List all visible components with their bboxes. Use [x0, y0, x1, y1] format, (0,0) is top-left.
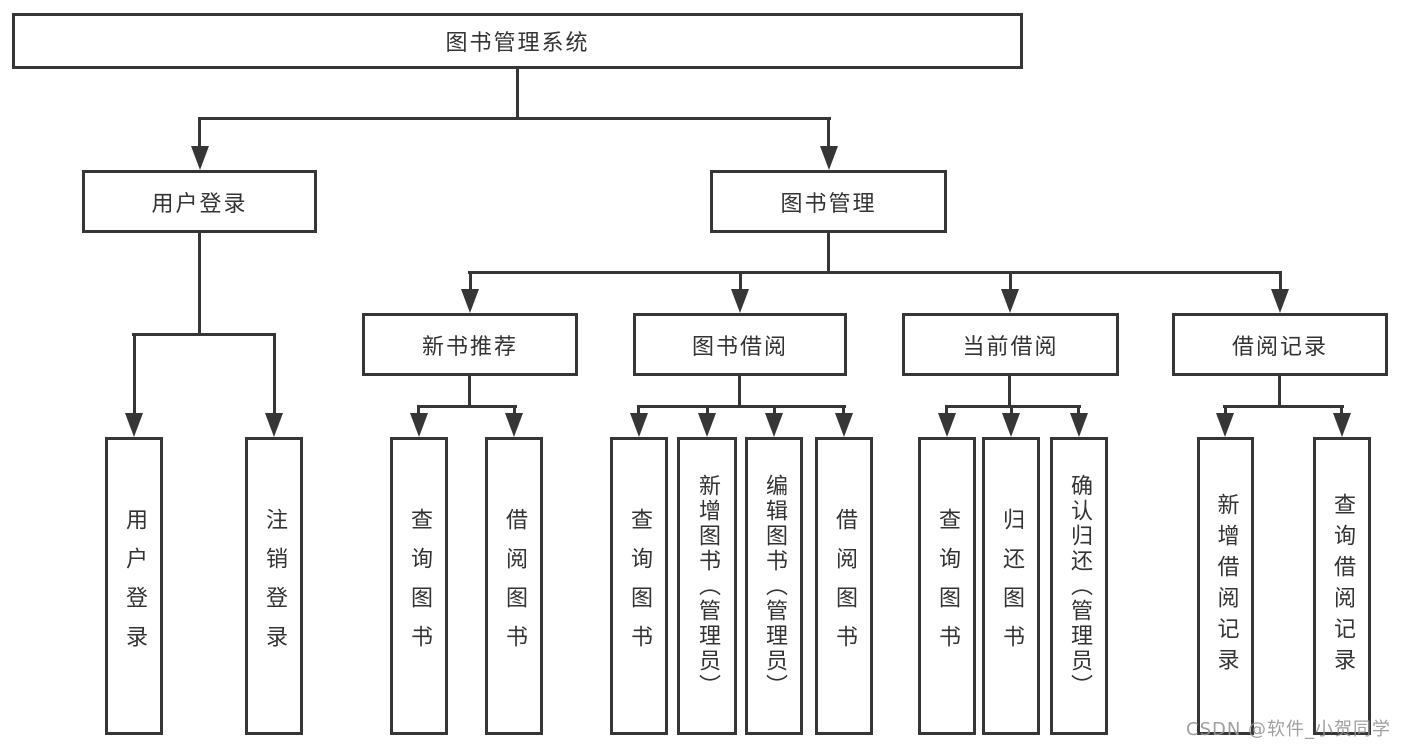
connector-recommend-hline [417, 405, 517, 408]
leaf-confirm-return-admin: 确认归还（管理员） [1050, 437, 1108, 735]
leaf-add-books-admin: 新增图书（管理员） [677, 437, 737, 735]
leaf-borrow-books: 借阅图书 [815, 437, 873, 735]
leaf-query-books-borrow: 查询图书 [610, 437, 668, 735]
node-root-system: 图书管理系统 [12, 13, 1023, 69]
connector-recommend-stem [468, 376, 471, 407]
connector-level1-hline [198, 117, 831, 120]
connector-userlogin-hline [132, 333, 276, 336]
leaf-query-books-current: 查询图书 [918, 437, 976, 735]
connector-userlogin-stem [198, 233, 201, 335]
connector-root-stem [516, 69, 519, 118]
connector-records-stem [1278, 376, 1281, 407]
watermark-text: CSDN @软件_小贺同学 [1186, 719, 1392, 740]
leaf-return-books: 归还图书 [982, 437, 1040, 735]
leaf-logout: 注销登录 [245, 437, 303, 735]
node-book-borrow: 图书借阅 [633, 313, 847, 376]
connector-borrow-stem [738, 376, 741, 407]
leaf-user-login: 用户登录 [105, 437, 163, 735]
node-new-book-recommend: 新书推荐 [362, 313, 578, 376]
connector-bookmgmt-stem [827, 233, 830, 273]
connector-records-hline [1223, 405, 1344, 408]
leaf-borrow-books-recommend: 借阅图书 [485, 437, 543, 735]
node-borrow-records: 借阅记录 [1172, 313, 1388, 376]
connector-level2-hline [468, 271, 1282, 274]
leaf-edit-books-admin: 编辑图书（管理员） [745, 437, 803, 735]
leaf-query-borrow-record: 查询借阅记录 [1313, 437, 1371, 735]
node-user-login: 用户登录 [82, 170, 317, 233]
leaf-add-borrow-record: 新增借阅记录 [1197, 437, 1254, 735]
leaf-query-books-recommend: 查询图书 [390, 437, 448, 735]
connector-current-stem [1008, 376, 1011, 407]
node-current-borrow: 当前借阅 [902, 313, 1119, 376]
node-book-management: 图书管理 [710, 170, 947, 233]
connector-borrow-hline [637, 405, 846, 408]
connector-current-hline [945, 405, 1081, 408]
